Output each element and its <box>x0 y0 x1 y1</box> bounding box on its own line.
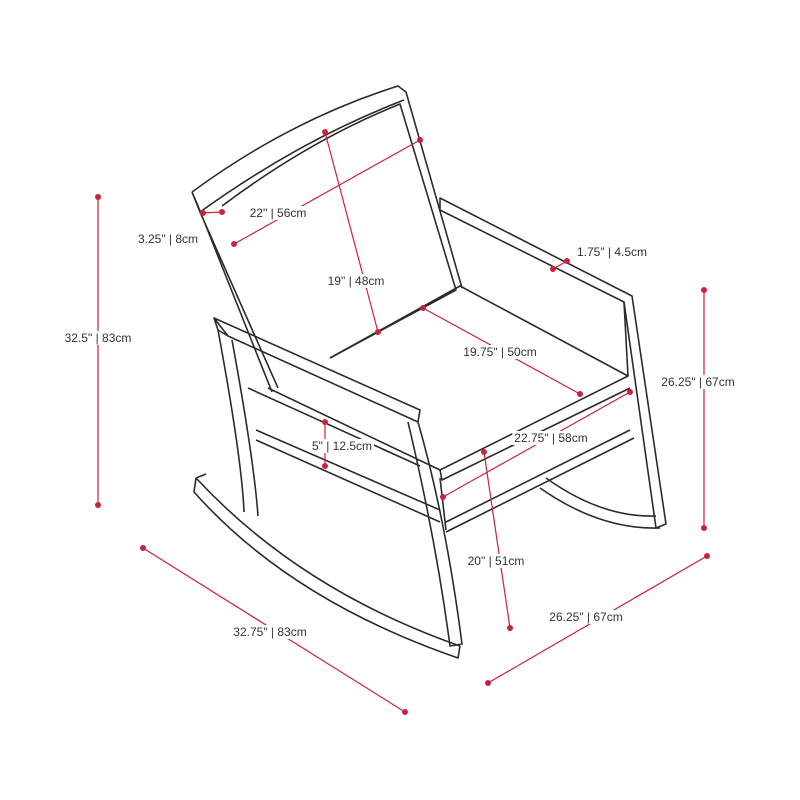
overall-height-label: 32.5" | 83cm <box>62 331 134 345</box>
back-width-label: 22" | 56cm <box>247 206 309 220</box>
chair-outline <box>191 85 667 659</box>
arm-width-label: 1.75" | 4.5cm <box>574 245 650 259</box>
arm-gap-label: 5" | 12.5cm <box>309 439 375 453</box>
overall-depth-label: 32.75" | 83cm <box>231 625 309 639</box>
arm-height-label: 26.25" | 67cm <box>659 375 737 389</box>
back-height-label: 19" | 48cm <box>325 274 387 288</box>
seat-height-label: 20" | 51cm <box>465 554 527 568</box>
back-frame-thickness-label: 3.25" | 8cm <box>135 232 201 246</box>
seat-depth-label: 19.75" | 50cm <box>461 345 539 359</box>
overall-width-label: 26.25" | 67cm <box>547 610 625 624</box>
seat-width-label: 22.75" | 58cm <box>512 431 590 445</box>
dimension-lines <box>95 129 710 715</box>
